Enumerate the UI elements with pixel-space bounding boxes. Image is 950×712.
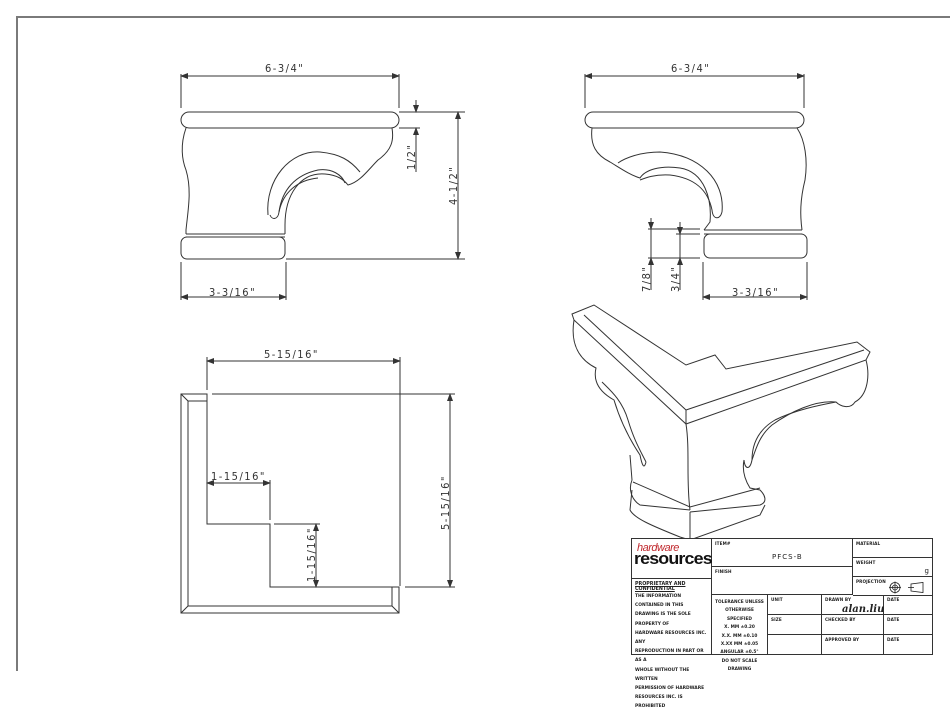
approved-by-cell: APPROVED BY xyxy=(822,635,884,655)
date-cell-drawn: DATE xyxy=(884,595,932,615)
notice-line: DRAWING IS THE SOLE PROPERTY OF xyxy=(635,612,691,627)
item-value: PFCS-B xyxy=(772,553,803,561)
size-cell: SIZE xyxy=(768,615,822,635)
dim-notch-width: 1-15/16" xyxy=(211,470,266,483)
drawn-by-label: DRAWN BY xyxy=(825,597,852,602)
date-label: DATE xyxy=(887,617,900,622)
date-label: DATE xyxy=(887,637,900,642)
dim-top-width: 5-15/16" xyxy=(264,348,319,361)
third-angle-projection-icon xyxy=(889,581,924,594)
tolerance-line: ANGULAR ±0.5° xyxy=(720,650,759,656)
logo-hardware: hardware xyxy=(637,542,679,554)
checked-by-label: CHECKED BY xyxy=(825,617,856,622)
front-right-view xyxy=(584,73,808,300)
notice-line: RESOURCES INC. IS PROHIBITED xyxy=(635,695,683,710)
approved-by-label: APPROVED BY xyxy=(825,637,860,642)
tolerance-line: DO NOT SCALE DRAWING xyxy=(721,658,758,673)
material-cell: MATERIAL xyxy=(853,539,932,558)
projection-cell: PROJECTION xyxy=(853,577,932,596)
date-cell-checked: DATE xyxy=(884,615,932,635)
proprietary-notice: THE INFORMATION CONTAINED IN THIS DRAWIN… xyxy=(635,592,709,712)
top-view xyxy=(180,357,455,614)
finish-cell: FINISH xyxy=(712,567,853,595)
dim-base-right: 3-3/16" xyxy=(732,286,779,299)
dim-top-band: 1/2" xyxy=(405,144,418,170)
tolerance-cell: TOLERANCE UNLESS OTHERWISE SPECIFIED X. … xyxy=(712,595,768,672)
tolerance-line: TOLERANCE UNLESS xyxy=(715,600,764,605)
drawn-by-cell: DRAWN BY alan.liu xyxy=(822,595,884,615)
notice-line: PERMISSION OF HARDWARE xyxy=(635,686,705,692)
technical-drawing: 6-3/4" 6-3/4" 3-3/16" 3-3/16" 5-15/16" 1… xyxy=(180,62,871,614)
size-label: SIZE xyxy=(771,617,782,622)
notice-line: WHOLE WITHOUT THE WRITTEN xyxy=(635,667,690,682)
dim-base-height: 7/8" xyxy=(640,266,653,292)
dim-width-right: 6-3/4" xyxy=(671,62,710,75)
projection-label: PROJECTION xyxy=(856,579,886,584)
weight-label: WEIGHT xyxy=(856,560,876,565)
dim-base-band: 3/4" xyxy=(669,266,682,292)
weight-value: g xyxy=(924,567,929,575)
drawing-frame xyxy=(16,16,950,671)
unit-cell: UNIT xyxy=(768,595,822,615)
date-label: DATE xyxy=(887,597,900,602)
date-cell-approved: DATE xyxy=(884,635,932,655)
dim-width-left: 6-3/4" xyxy=(265,62,304,75)
dim-base-left: 3-3/16" xyxy=(209,286,256,299)
proprietary-title: PROPRIETARY AND CONFIDENTIAL xyxy=(635,582,686,592)
title-block: hardware resources PROPRIETARY AND CONFI… xyxy=(631,538,933,709)
blank-cell xyxy=(768,635,822,655)
notice-line: THE INFORMATION CONTAINED IN THIS xyxy=(635,594,684,609)
finish-label: FINISH xyxy=(715,569,732,574)
item-label: ITEM# xyxy=(715,541,731,546)
weight-cell: WEIGHT g xyxy=(853,558,932,577)
unit-label: UNIT xyxy=(771,597,783,602)
notice-line: HARDWARE RESOURCES INC. ANY xyxy=(635,630,707,646)
drawn-by-signature: alan.liu xyxy=(842,604,885,615)
tolerance-line: OTHERWISE SPECIFIED xyxy=(725,608,754,622)
isometric-view xyxy=(571,304,871,541)
logo-resources: resources xyxy=(634,549,713,568)
tolerance-line: X.XX MM ±0.05 xyxy=(720,642,759,648)
checked-by-cell: CHECKED BY xyxy=(822,615,884,635)
tolerance-line: X. MM ±0.20 xyxy=(724,625,755,631)
dim-height: 4-1/2" xyxy=(447,166,460,205)
notice-line: REPRODUCTION IN PART OR AS A xyxy=(635,649,704,664)
dim-top-depth: 5-15/16" xyxy=(439,475,452,530)
item-cell: ITEM# PFCS-B xyxy=(712,539,853,567)
front-left-view xyxy=(180,73,465,300)
tolerance-line: X.X. MM ±0.10 xyxy=(721,633,758,639)
dim-notch-depth: 1-15/16" xyxy=(305,527,318,582)
tolerance-notes: TOLERANCE UNLESS OTHERWISE SPECIFIED X. … xyxy=(712,599,767,675)
material-label: MATERIAL xyxy=(856,541,881,546)
logo-cell: hardware resources xyxy=(632,539,713,579)
proprietary-cell: PROPRIETARY AND CONFIDENTIAL THE INFORMA… xyxy=(632,579,712,709)
